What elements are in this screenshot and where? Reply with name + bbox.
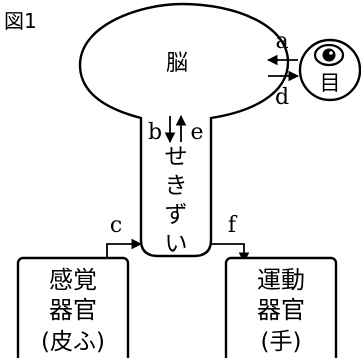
brain-spinal-cord-outline [78, 2, 290, 258]
pathway-e-label: e [190, 120, 203, 145]
eye-icon [313, 43, 345, 67]
motor-organ-box [224, 256, 338, 358]
motor-organ-line-3: (手) [261, 329, 302, 355]
figure-title: 図1 [4, 9, 37, 33]
motor-organ-line-1: 運動 [257, 266, 305, 294]
sensory-organ-line-1: 感覚 [49, 266, 97, 294]
pathway-b-label: b [148, 120, 162, 145]
pathway-c-arrow [106, 238, 143, 262]
motor-organ-line-2: 器官 [257, 296, 305, 324]
pathway-c-label: c [110, 213, 122, 238]
brain-label: 脳 [166, 51, 188, 76]
sensory-organ-box [16, 256, 130, 358]
sensory-organ-line-3: (皮ふ) [41, 329, 105, 355]
pathway-a-label: a [275, 29, 288, 54]
spinal-cord-char-3: ず [165, 202, 188, 228]
pathway-d-label: d [275, 85, 289, 110]
eye-label: 目 [320, 71, 341, 95]
spinal-cord-char-1: せ [165, 144, 188, 170]
pathway-f-arrow [211, 243, 250, 264]
spinal-cord-char-4: い [165, 231, 188, 257]
pathway-f-label: f [228, 213, 238, 238]
spinal-cord-char-2: き [165, 173, 188, 199]
sensory-organ-line-2: 器官 [49, 296, 97, 324]
